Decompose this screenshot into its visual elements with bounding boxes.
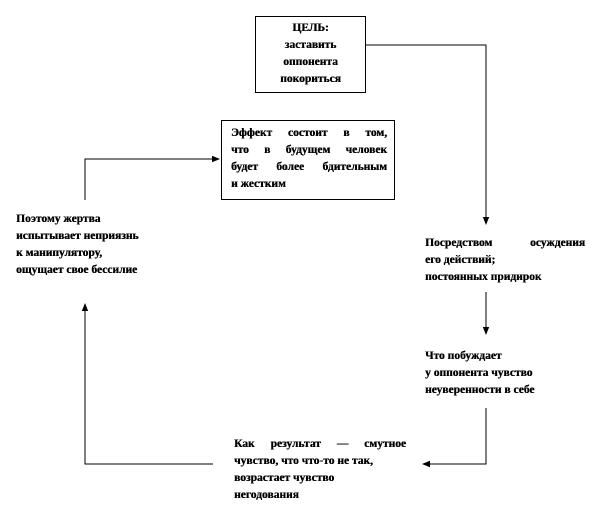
result-line-1: Как результат — смутное [234,438,406,450]
result-node: Как результат — смутное чувство, что что… [234,436,414,504]
arrow-goal-to-condemnation [366,44,490,225]
victim-node: Поэтому жертва испытывает неприязнь к ма… [16,211,186,279]
doubt-node: Что побуждает у оппонента чувство неувер… [425,348,605,399]
effect-node: Эффект состоит в том, что в будущем чело… [221,120,395,200]
condemnation-line-2: его действий; [425,254,496,266]
arrow-doubt-to-result [422,408,487,468]
effect-line-4: и жестким [231,178,286,190]
goal-node: ЦЕЛЬ: заставить оппонента покориться [255,16,366,93]
victim-line-2: испытывает неприязнь [16,230,139,242]
condemnation-node: Посредством осуждения его действий; пост… [425,235,605,286]
result-line-2: чувство, что что-то не так, [234,455,373,467]
arrow-result-to-victim [81,303,213,465]
goal-line-1: ЦЕЛЬ: [292,22,329,34]
condemnation-line-1: Посредством осуждения [425,237,585,249]
result-line-4: негодования [234,489,299,501]
effect-line-3: будет более бдительным [231,161,387,173]
victim-line-4: ощущает свое бессилие [16,264,138,276]
effect-line-2: что в будущем человек [231,144,387,156]
condemnation-line-3: постоянных придирок [425,271,542,283]
doubt-line-2: у оппонента чувство [425,367,533,379]
goal-line-3: оппонента [283,56,338,68]
victim-line-3: к манипулятору, [16,247,102,259]
arrow-victim-to-effect [84,155,220,200]
doubt-line-3: неуверенности в себе [425,384,535,396]
goal-line-4: покориться [280,73,341,85]
doubt-line-1: Что побуждает [425,350,502,362]
result-line-3: возрастает чувство [234,472,335,484]
goal-line-2: заставить [284,39,337,51]
victim-line-1: Поэтому жертва [16,213,101,225]
effect-line-1: Эффект состоит в том, [231,127,387,139]
